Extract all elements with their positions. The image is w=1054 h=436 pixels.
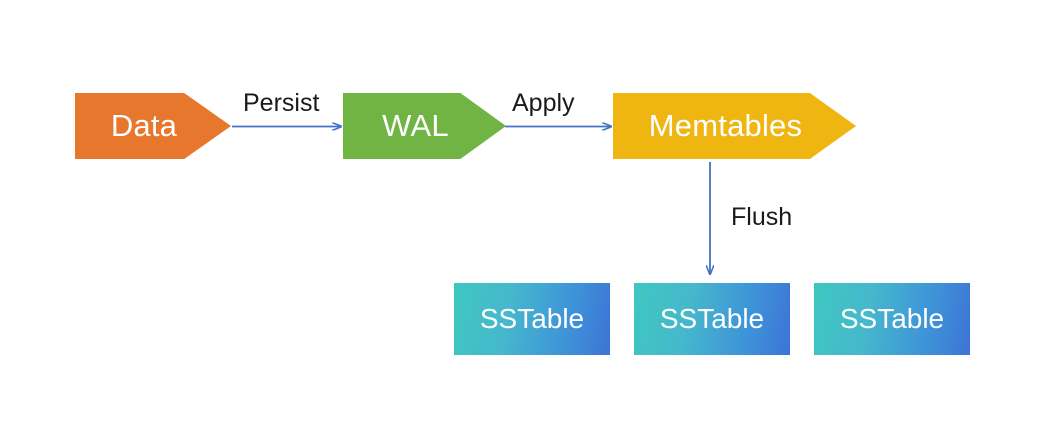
- node-data-label: Data: [110, 108, 178, 143]
- edge-label-flush: Flush: [731, 203, 793, 231]
- node-wal[interactable]: WAL: [343, 93, 506, 159]
- edge-label-apply: Apply: [512, 89, 575, 117]
- node-wal-label: WAL: [382, 108, 449, 143]
- node-memtables-label: Memtables: [648, 108, 803, 143]
- node-sstable-1-label: SSTable: [479, 303, 585, 334]
- node-sstable-2-label: SSTable: [659, 303, 765, 334]
- node-sstable-3-label: SSTable: [839, 303, 945, 334]
- node-sstable-1[interactable]: SSTable: [454, 283, 610, 355]
- node-memtables[interactable]: Memtables: [613, 93, 856, 159]
- node-data[interactable]: Data: [75, 93, 231, 159]
- node-sstable-2[interactable]: SSTable: [634, 283, 790, 355]
- edge-label-persist: Persist: [243, 89, 320, 117]
- node-sstable-3[interactable]: SSTable: [814, 283, 970, 355]
